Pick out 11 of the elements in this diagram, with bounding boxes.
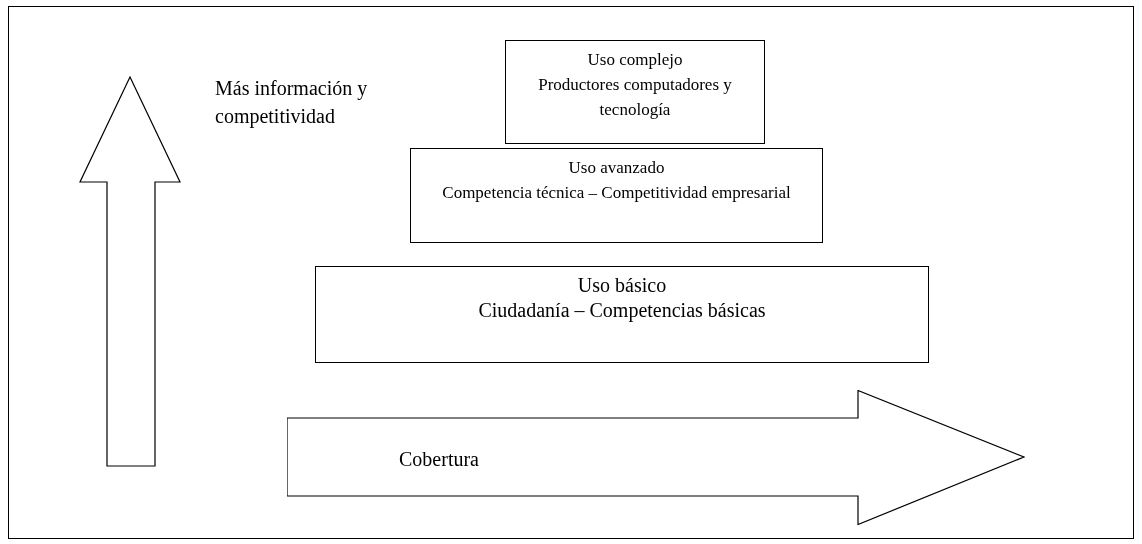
level-heading: Uso avanzado [567, 157, 666, 179]
arrow-label: Cobertura [399, 447, 479, 472]
level-box [505, 40, 765, 144]
level-description: Competencia técnica – Competitividad empresarial [441, 182, 792, 204]
level-description: Ciudadanía – Competencias básicas [477, 298, 767, 323]
axis-label: Más información y competitividad [215, 76, 369, 130]
level-box [410, 148, 823, 243]
level-description: Productores computadores y tecnología [537, 74, 733, 121]
level-heading: Uso básico [576, 273, 668, 298]
level-heading: Uso complejo [586, 49, 684, 71]
level-box [315, 266, 929, 363]
